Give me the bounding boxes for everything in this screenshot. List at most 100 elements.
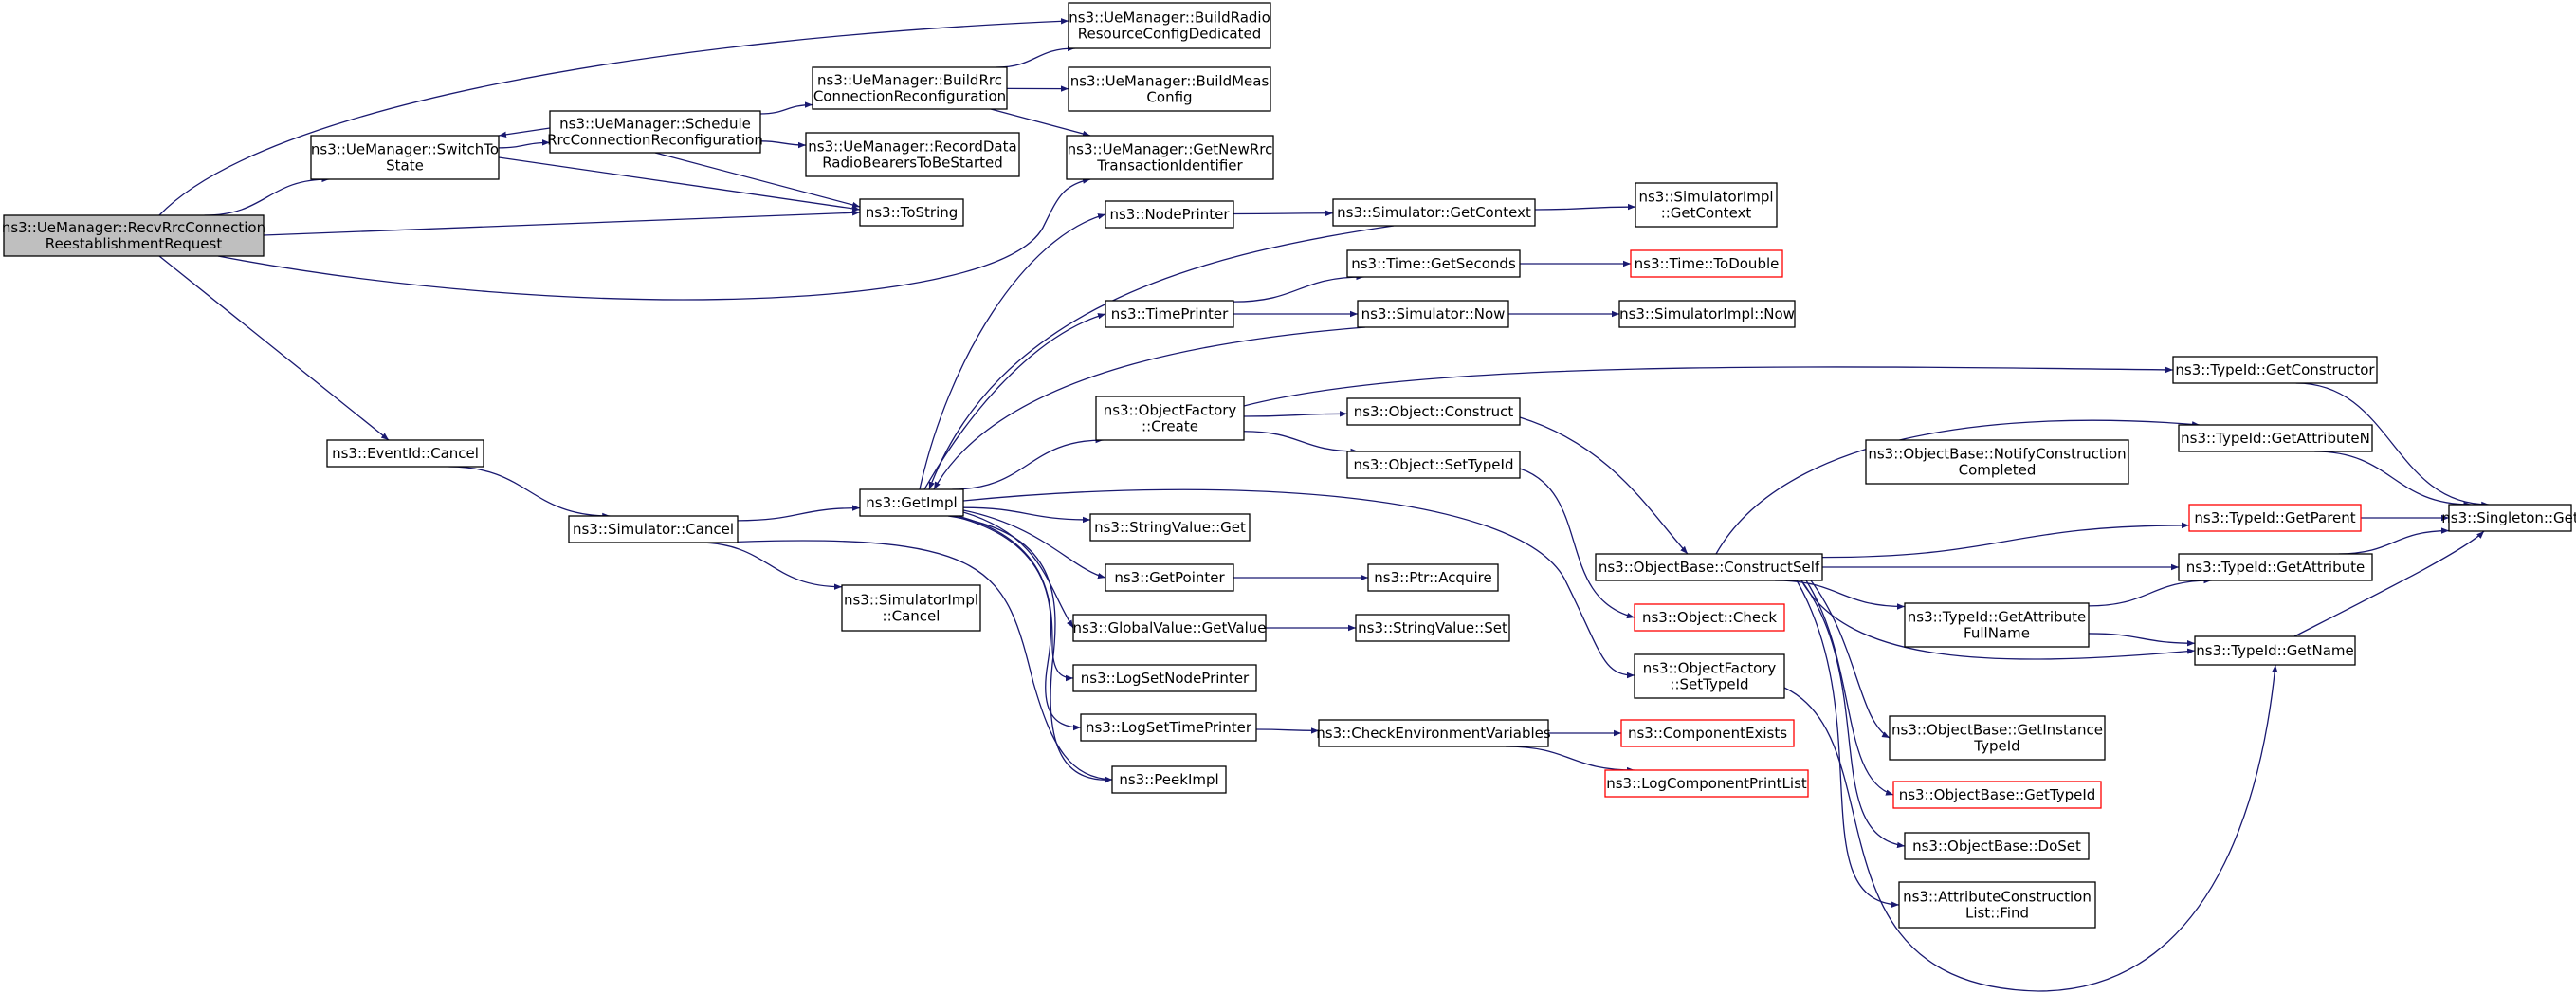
edge-getImpl-to-logSetNodePrinter	[957, 515, 1074, 682]
node-box	[1357, 300, 1509, 328]
node-getPointer[interactable]: ns3::GetPointer	[1105, 563, 1234, 592]
node-nodePrinter[interactable]: ns3::NodePrinter	[1105, 200, 1234, 229]
node-simImplCancel[interactable]: ns3::SimulatorImpl::Cancel	[841, 584, 981, 632]
node-label: ns3::UeManager::RecvRrcConnection	[2, 219, 265, 236]
node-objectFactorySetTypeId[interactable]: ns3::ObjectFactory::SetTypeId	[1634, 653, 1785, 699]
node-label: ::SetTypeId	[1670, 676, 1748, 693]
node-typeIdGetAttributeN[interactable]: ns3::TypeId::GetAttributeN	[2178, 424, 2373, 452]
edge-constructSelf-to-typeIdGetParent	[1821, 522, 2190, 559]
node-box	[1068, 66, 1271, 112]
node-label: ns3::GetImpl	[866, 494, 957, 511]
node-box	[1889, 715, 2106, 761]
node-logSetNodePrinter[interactable]: ns3::LogSetNodePrinter	[1072, 664, 1257, 692]
node-timeGetSeconds[interactable]: ns3::Time::GetSeconds	[1346, 249, 1521, 278]
edge-getImpl-to-objectFactoryCreate	[952, 436, 1104, 490]
node-label: TypeId	[1973, 738, 2019, 755]
node-simImplGetContext[interactable]: ns3::SimulatorImpl::GetContext	[1635, 182, 1778, 228]
node-recv[interactable]: ns3::UeManager::RecvRrcConnectionReestab…	[2, 214, 265, 257]
node-label: ns3::GetPointer	[1114, 569, 1225, 586]
node-timeToDouble[interactable]: ns3::Time::ToDouble	[1630, 249, 1783, 278]
node-eventIdCancel[interactable]: ns3::EventId::Cancel	[326, 439, 484, 468]
node-label: ns3::SimulatorImpl::Now	[1619, 305, 1795, 322]
node-simImplNow[interactable]: ns3::SimulatorImpl::Now	[1618, 300, 1796, 328]
node-label: State	[386, 157, 424, 175]
node-typeIdGetConstructor[interactable]: ns3::TypeId::GetConstructor	[2172, 356, 2378, 384]
node-stringValueGet[interactable]: ns3::StringValue::Get	[1089, 513, 1251, 542]
node-typeIdGetAttribute[interactable]: ns3::TypeId::GetAttribute	[2178, 553, 2373, 581]
node-label: ns3::Time::ToDouble	[1635, 255, 1780, 272]
node-objectBaseDoSet[interactable]: ns3::ObjectBase::DoSet	[1904, 832, 2090, 860]
node-simGetContext[interactable]: ns3::Simulator::GetContext	[1332, 198, 1536, 227]
edge-recv-to-switchTo	[204, 175, 330, 216]
node-objectCheck[interactable]: ns3::Object::Check	[1634, 603, 1785, 632]
node-objectFactoryCreate[interactable]: ns3::ObjectFactory::Create	[1095, 396, 1245, 441]
node-stringValueSet[interactable]: ns3::StringValue::Set	[1355, 614, 1510, 642]
node-recordData[interactable]: ns3::UeManager::RecordDataRadioBearersTo…	[805, 132, 1020, 177]
node-box	[326, 439, 484, 468]
node-label: ns3::StringValue::Set	[1358, 619, 1507, 636]
edge-objectFactoryCreate-to-typeIdGetConstructor	[1243, 366, 2174, 407]
node-constructSelf[interactable]: ns3::ObjectBase::ConstructSelf	[1595, 553, 1823, 581]
node-label: ns3::LogSetTimePrinter	[1086, 719, 1252, 736]
node-timePrinter[interactable]: ns3::TimePrinter	[1105, 300, 1234, 328]
node-schedule[interactable]: ns3::UeManager::ScheduleRrcConnectionRec…	[547, 110, 763, 154]
edge-objectSetTypeId-to-objectCheck	[1519, 468, 1635, 619]
node-box	[1892, 781, 2102, 809]
node-box	[1355, 614, 1510, 642]
node-objectSetTypeId[interactable]: ns3::Object::SetTypeId	[1346, 451, 1521, 479]
edge-getImpl-to-globalValueGetValue	[962, 511, 1074, 629]
node-box	[805, 132, 1020, 177]
edge-typeIdGetAttribute-to-singletonGet	[2338, 527, 2450, 555]
node-label: ns3::TypeId::GetAttribute	[1908, 609, 2086, 626]
node-box	[1635, 182, 1778, 228]
node-peekImpl[interactable]: ns3::PeekImpl	[1111, 765, 1227, 794]
node-label: ns3::ObjectBase::DoSet	[1912, 838, 2081, 855]
node-logComponentPrintList[interactable]: ns3::LogComponentPrintList	[1604, 769, 1809, 798]
node-box	[1332, 198, 1536, 227]
node-simNow[interactable]: ns3::Simulator::Now	[1357, 300, 1509, 328]
node-label: ::Cancel	[883, 608, 941, 625]
node-typeIdGetParent[interactable]: ns3::TypeId::GetParent	[2188, 504, 2362, 532]
node-objectBaseGetTypeId[interactable]: ns3::ObjectBase::GetTypeId	[1892, 781, 2102, 809]
node-logSetTimePrinter[interactable]: ns3::LogSetTimePrinter	[1080, 713, 1257, 742]
node-label: ns3::SimulatorImpl	[1638, 189, 1773, 206]
node-box	[568, 515, 739, 543]
node-box	[1068, 2, 1271, 49]
node-box	[1105, 563, 1234, 592]
node-getImpl[interactable]: ns3::GetImpl	[859, 488, 964, 517]
node-label: ns3::UeManager::BuildMeas	[1070, 73, 1270, 90]
node-typeIdGetName[interactable]: ns3::TypeId::GetName	[2194, 635, 2356, 666]
node-box	[1604, 769, 1809, 798]
node-label: ns3::NodePrinter	[1109, 206, 1230, 223]
edge-schedule-to-buildRrc	[759, 101, 813, 115]
node-checkEnv[interactable]: ns3::CheckEnvironmentVariables	[1316, 719, 1551, 747]
edge-constructSelf-to-attrConstructionFind	[1796, 580, 1900, 908]
node-layer: ns3::UeManager::RecvRrcConnectionReestab…	[2, 2, 2576, 929]
node-objectConstruct[interactable]: ns3::Object::Construct	[1346, 397, 1521, 426]
node-ptrAcquire[interactable]: ns3::Ptr::Acquire	[1367, 563, 1499, 592]
edge-constructSelf-to-objectBaseGetTypeId	[1805, 580, 1894, 796]
node-simCancel[interactable]: ns3::Simulator::Cancel	[568, 515, 739, 543]
node-box	[1095, 396, 1245, 441]
node-buildRadio[interactable]: ns3::UeManager::BuildRadioResourceConfig…	[1068, 2, 1271, 49]
node-box	[1346, 397, 1521, 426]
node-buildRrc[interactable]: ns3::UeManager::BuildRrcConnectionReconf…	[812, 66, 1008, 110]
node-toString[interactable]: ns3::ToString	[859, 198, 964, 227]
node-componentExists[interactable]: ns3::ComponentExists	[1620, 719, 1795, 747]
node-label: ConnectionReconfiguration	[813, 88, 1006, 105]
node-box	[2194, 635, 2356, 666]
edge-layer	[158, 18, 2490, 992]
node-label: ns3::LogSetNodePrinter	[1081, 670, 1250, 687]
node-globalValueGetValue[interactable]: ns3::GlobalValue::GetValue	[1072, 614, 1267, 642]
edge-typeIdGetAttributeFullName-to-typeIdGetAttribute	[2088, 577, 2212, 607]
node-singletonGet[interactable]: ns3::Singleton::Get	[2441, 504, 2576, 532]
node-getNewRrc[interactable]: ns3::UeManager::GetNewRrcTransactionIden…	[1066, 135, 1274, 180]
node-label: ns3::ObjectFactory	[1643, 660, 1777, 677]
node-objectBaseNotify[interactable]: ns3::ObjectBase::NotifyConstructionCompl…	[1865, 439, 2129, 485]
edge-recv-to-buildRadio	[158, 18, 1069, 216]
